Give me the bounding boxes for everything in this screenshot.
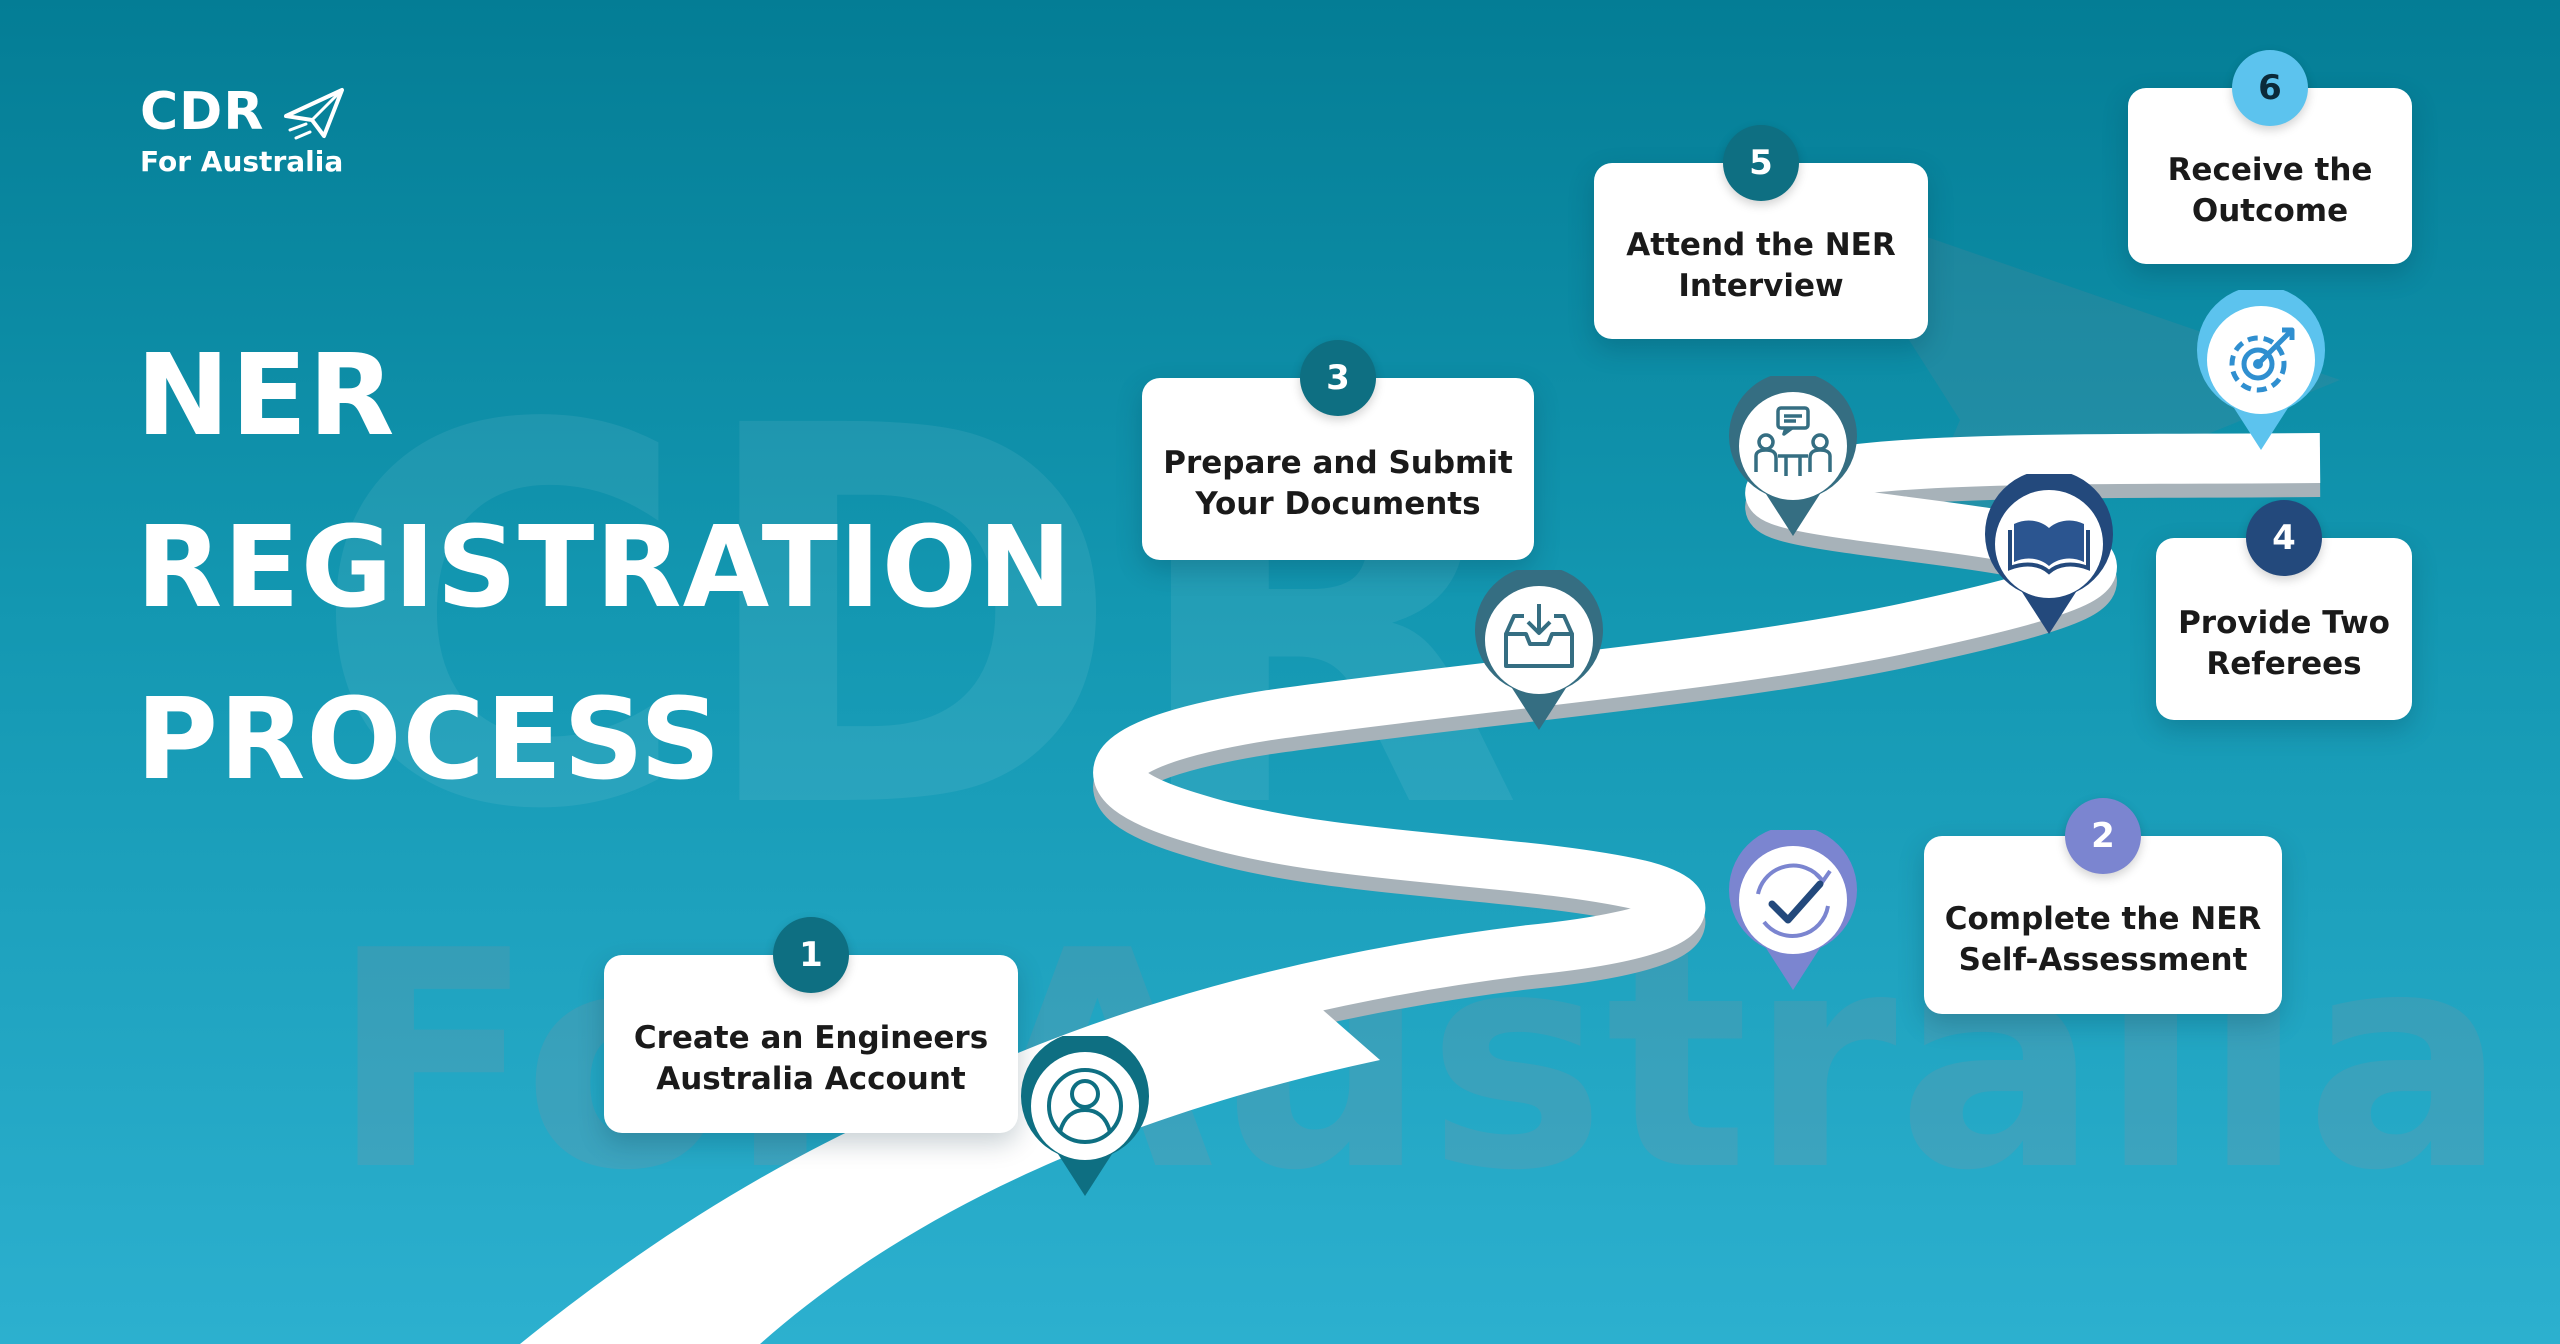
step-pin-6 [2197,290,2325,450]
step-pin-4 [1985,474,2113,634]
road-foreground [520,990,1380,1344]
inbox-download-icon [1504,604,1574,668]
step-pin-3 [1475,570,1603,730]
step-number-badge-2: 2 [2065,798,2141,874]
step-label-5: Attend the NER Interview [1626,227,1896,304]
interview-meeting-icon [1754,406,1832,476]
title-line-3: PROCESS [136,675,722,805]
title-line-2: REGISTRATION [136,503,1073,633]
step-card-1: 1 Create an Engineers Australia Account [604,917,1018,1133]
step-number-badge-6: 6 [2232,50,2308,126]
user-profile-icon [1047,1068,1123,1144]
step-card-2: 2 Complete the NER Self-Assessment [1924,798,2282,1014]
step-label-1: Create an Engineers Australia Account [633,1020,989,1097]
step-label-4: Provide Two Referees [2178,605,2390,682]
step-pin-5 [1729,376,1857,536]
step-card-6: 6 Receive the Outcome [2128,50,2412,264]
step-number-badge-3: 3 [1300,340,1376,416]
page-title: NER REGISTRATION PROCESS [136,310,1073,826]
step-number-badge-5: 5 [1723,125,1799,201]
paper-plane-icon [284,88,344,140]
open-book-icon [2008,520,2090,575]
step-pin-1 [1021,1036,1149,1196]
target-goal-icon [2229,327,2295,393]
step-card-4: 4 Provide Two Referees [2156,500,2412,720]
step-card-5: 5 Attend the NER Interview [1594,125,1928,339]
step-label-2: Complete the NER Self-Assessment [1944,901,2262,978]
logo-sub-text: For Australia [140,145,344,178]
step-number-badge-1: 1 [773,917,849,993]
step-label-6: Receive the Outcome [2167,152,2373,229]
title-line-1: NER [136,331,396,461]
step-card-3: 3 Prepare and Submit Your Documents [1142,340,1534,560]
checkmark-cycle-icon [1756,863,1832,938]
step-pin-2 [1729,830,1857,990]
step-number-badge-4: 4 [2246,500,2322,576]
brand-logo: CDR For Australia [140,86,370,186]
logo-main-text: CDR [140,82,265,142]
step-label-3: Prepare and Submit Your Documents [1163,445,1513,522]
